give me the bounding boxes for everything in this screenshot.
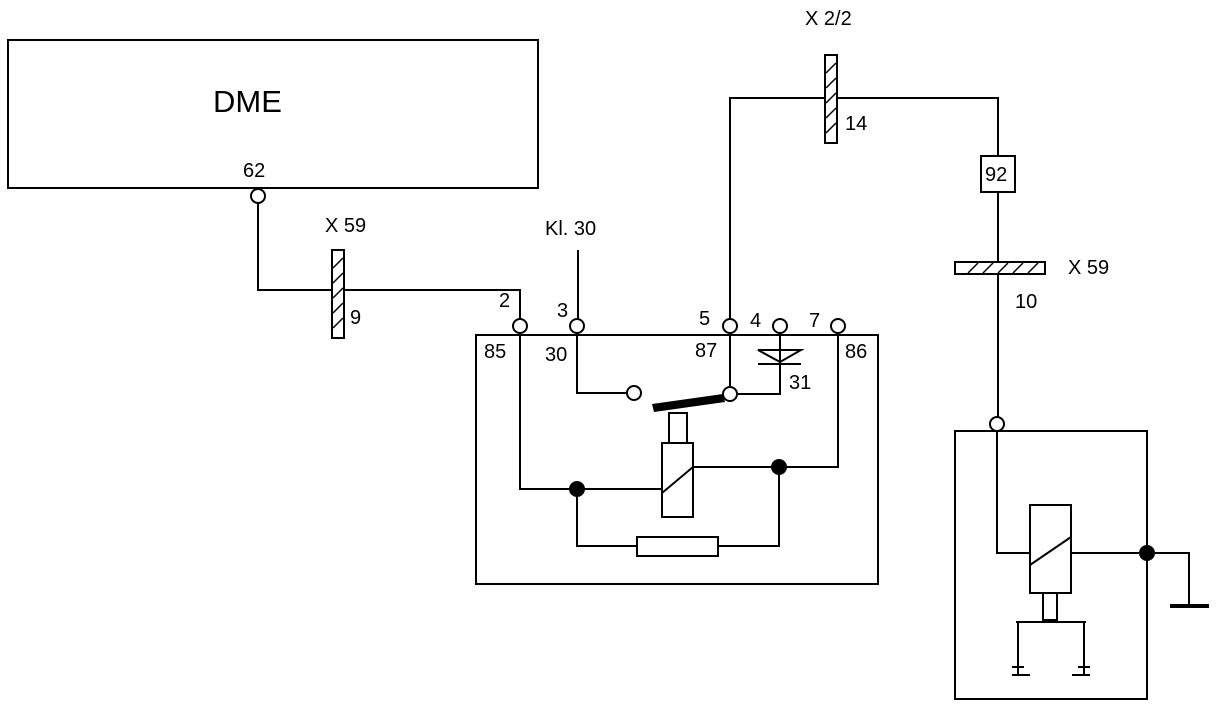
pump-contact-symbol [1012, 621, 1090, 676]
pump-wire-ground [1071, 552, 1190, 605]
relay-box [475, 334, 879, 585]
connector-x59-right: X 59 10 [954, 257, 1109, 313]
relay-terminal-86: 86 [845, 341, 867, 363]
coil-body [661, 442, 694, 518]
coil-plunger [668, 412, 688, 444]
pump-junction-dot [1139, 545, 1155, 561]
switch-contact-open [626, 385, 642, 401]
connector-x2-2-label: X 2/2 [805, 8, 852, 30]
connector-x59-left-label: X 59 [325, 215, 366, 237]
relay-terminal-87: 87 [695, 340, 717, 362]
connector-x59-left: X 59 9 [325, 215, 366, 339]
pump-box [954, 430, 1148, 700]
fuse-92: 92 [980, 155, 1016, 193]
junction-dot-right [771, 459, 787, 475]
pump-wire-in [996, 431, 1030, 554]
terminal-3 [569, 318, 585, 334]
relay-wire-resistor-left [576, 489, 637, 547]
fuse-label: 92 [985, 164, 1007, 186]
terminal-4 [772, 318, 788, 334]
connector-x59-right-label: X 59 [1068, 257, 1109, 279]
relay-pin-2: 2 [499, 290, 510, 312]
connector-x59-left-pin: 9 [350, 307, 361, 329]
connector-x2-2-pin: 14 [845, 113, 867, 135]
pump-unit [954, 416, 1209, 700]
connector-x2-2: X 2/2 14 [805, 8, 867, 144]
relay-terminal-85: 85 [484, 341, 506, 363]
terminal-7 [830, 318, 846, 334]
connector-x59-right-pin: 10 [1015, 291, 1037, 313]
relay-wire-85 [519, 333, 577, 490]
relay-pin-3: 3 [557, 300, 568, 322]
pump-terminal [989, 416, 1005, 432]
terminal-5 [722, 318, 738, 334]
switch-armature [652, 394, 725, 412]
pump-coil-body [1029, 504, 1072, 594]
relay-wire-30 [576, 333, 627, 394]
dme-box [7, 39, 539, 189]
relay-pin-4: 4 [750, 310, 761, 332]
relay-pin-7: 7 [809, 310, 820, 332]
relay-wire-86 [779, 333, 839, 468]
dme-unit: DME 62 [7, 39, 539, 204]
dme-title: DME [213, 84, 282, 119]
switch-contact-pivot [722, 386, 738, 402]
pump-coil-winding [1029, 536, 1072, 566]
pump-plunger [1042, 592, 1058, 621]
coil-winding [661, 466, 694, 494]
junction-dot-left [569, 481, 585, 497]
relay-wire-resistor-right [718, 467, 780, 547]
dme-pin-terminal [250, 188, 266, 204]
dme-pin-label: 62 [243, 160, 265, 182]
terminal-2 [512, 318, 528, 334]
resistor [636, 536, 719, 557]
wire-relay-87-to-fuse [729, 97, 999, 319]
relay-pin-5: 5 [699, 308, 710, 330]
relay-terminal-30: 30 [545, 344, 567, 366]
wire-dme-to-relay-85 [257, 203, 521, 319]
diode-symbol [757, 340, 805, 372]
relay: 2 3 5 4 7 85 30 87 86 31 [475, 290, 879, 585]
relay-terminal-31: 31 [789, 372, 811, 394]
supply-label: Kl. 30 [545, 218, 596, 240]
